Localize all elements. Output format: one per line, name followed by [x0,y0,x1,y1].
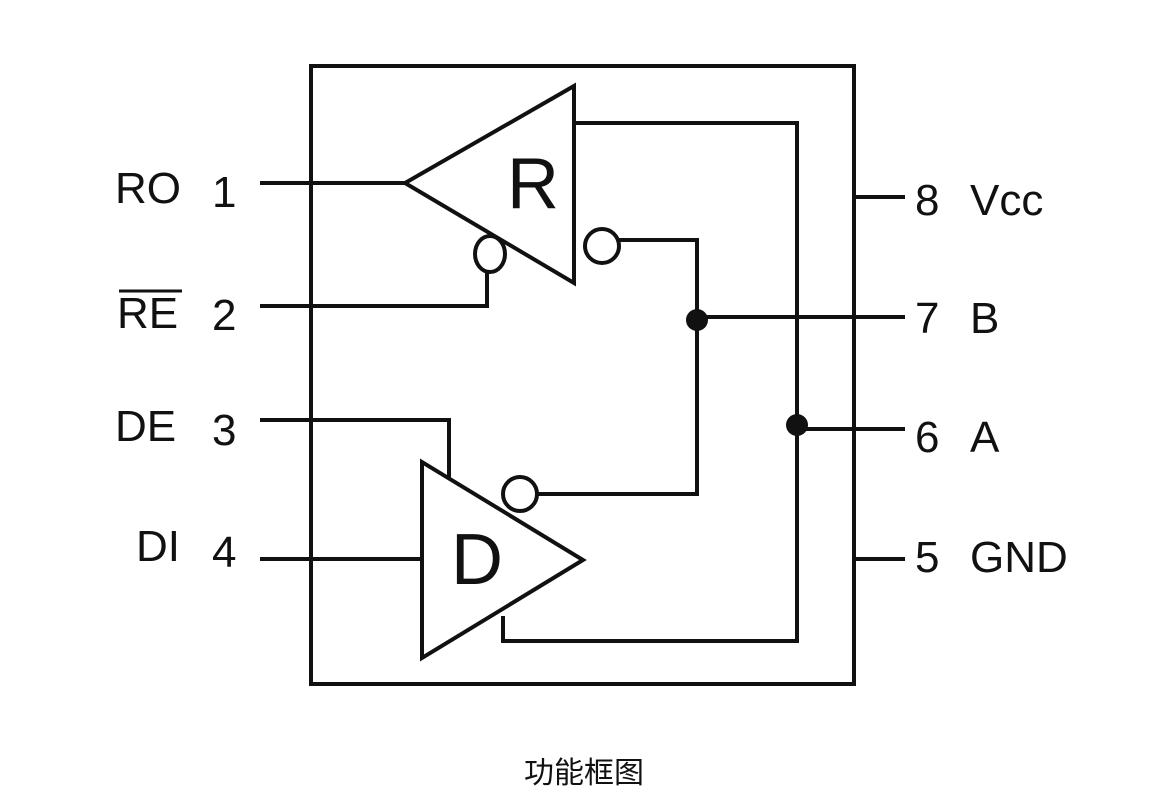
pin-number-7: 7 [915,294,939,343]
pin-name-ro: RO [115,164,181,213]
driver-label: D [451,520,503,600]
pin-name-de: DE [115,402,176,451]
pin-number-6: 6 [915,413,939,462]
pin-name-re: RE [117,289,178,338]
ic-package-outline [309,64,856,686]
pin-number-3: 3 [212,406,236,455]
receiver-inverting-bubble [583,227,621,265]
junction-dot-b [686,309,708,331]
pin-number-5: 5 [915,533,939,582]
receiver-label: R [507,144,559,224]
pin-name-gnd: GND [970,533,1068,582]
functional-block-diagram: R D RO 1 RE 2 DE 3 DI 4 8 Vcc 7 B 6 A 5 … [115,64,1068,686]
pin-name-vcc: Vcc [970,176,1043,225]
pin-name-di: DI [136,522,180,571]
pin-number-8: 8 [915,176,939,225]
wire-re [260,272,489,308]
wire-receiver-to-b [537,238,699,496]
pin-name-a: A [970,413,1000,462]
driver-inverting-bubble [501,475,539,513]
pin-name-b: B [970,294,999,343]
junction-dot-a [786,414,808,436]
re-inversion-bubble [473,234,507,274]
diagram-caption: 功能框图 [524,756,644,791]
pin-number-1: 1 [212,168,236,217]
wire-de [260,418,451,477]
pin-number-2: 2 [212,291,236,340]
wire-receiver-to-a [501,121,799,643]
pin-number-4: 4 [212,528,236,577]
receiver-triangle [401,82,576,287]
